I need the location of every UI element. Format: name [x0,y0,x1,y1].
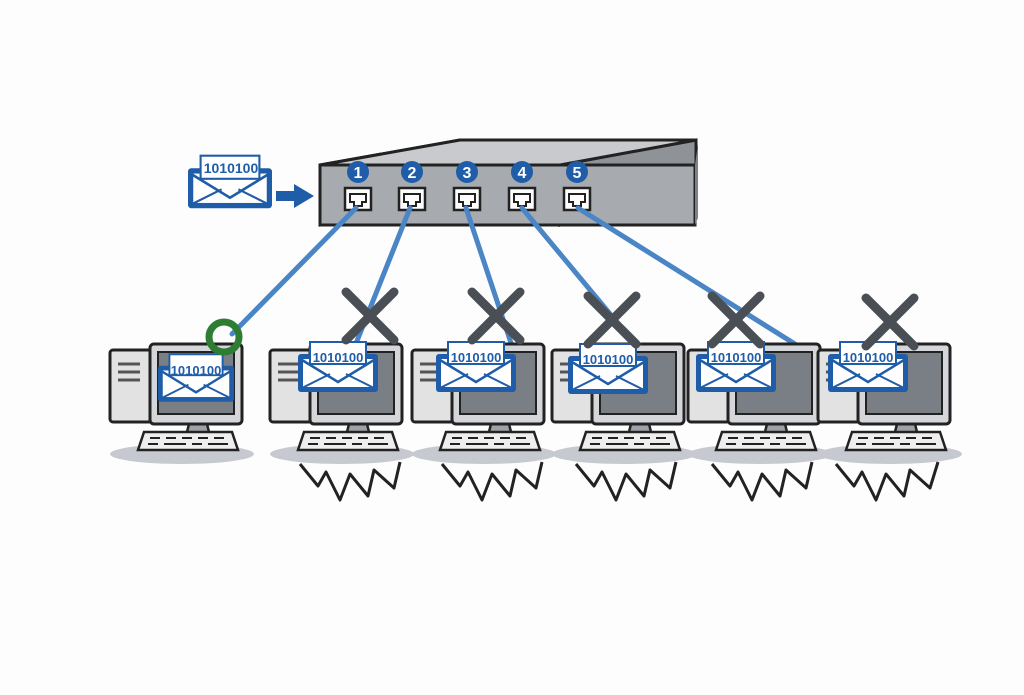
accept-circle-icon [205,318,243,356]
computer-5: 1010100 [686,340,834,502]
port-5: 5 [562,161,592,212]
burst-icon [834,461,940,502]
reject-x-icon [707,291,765,349]
port-number: 1 [354,165,363,182]
incoming-packet: 1010100 [186,154,314,210]
envelope-bits: 1010100 [843,350,894,365]
computer-6: 1010100 [816,340,964,502]
envelope-bits: 1010100 [583,352,634,367]
port-number: 3 [463,165,472,182]
burst-icon [440,461,544,502]
envelope-bits: 1010100 [711,350,762,365]
port-4: 4 [507,161,537,212]
cable-1 [229,205,359,337]
port-1: 1 [343,161,373,212]
envelope-bits: 1010100 [451,350,502,365]
port-2: 2 [397,161,427,212]
envelope-icon [156,353,236,403]
burst-icon [298,461,402,502]
port-number: 4 [518,165,527,182]
envelope-bits: 1010100 [171,363,222,378]
computer-2: 1010100 [268,340,416,502]
port-badge [347,161,369,183]
port-badge [511,161,533,183]
reject-x-icon [467,287,525,345]
envelope-bits: 1010100 [313,350,364,365]
computer-1: 1010100 [108,342,256,466]
port-badge [456,161,478,183]
computer-3: 1010100 [410,340,558,502]
reject-x-icon [861,293,919,351]
port-number: 2 [408,165,417,182]
computer-4: 1010100 [550,342,698,502]
port-badge [401,161,423,183]
packet-bits: 1010100 [204,160,259,176]
network-hub [318,138,698,228]
reject-x-icon [341,287,399,345]
burst-icon [574,461,678,502]
arrow-right-icon [276,184,314,208]
port-badge [566,161,588,183]
reject-x-icon [583,291,641,349]
port-3: 3 [452,161,482,212]
cable-5 [575,205,833,369]
port-number: 5 [573,165,582,182]
burst-icon [710,461,814,502]
